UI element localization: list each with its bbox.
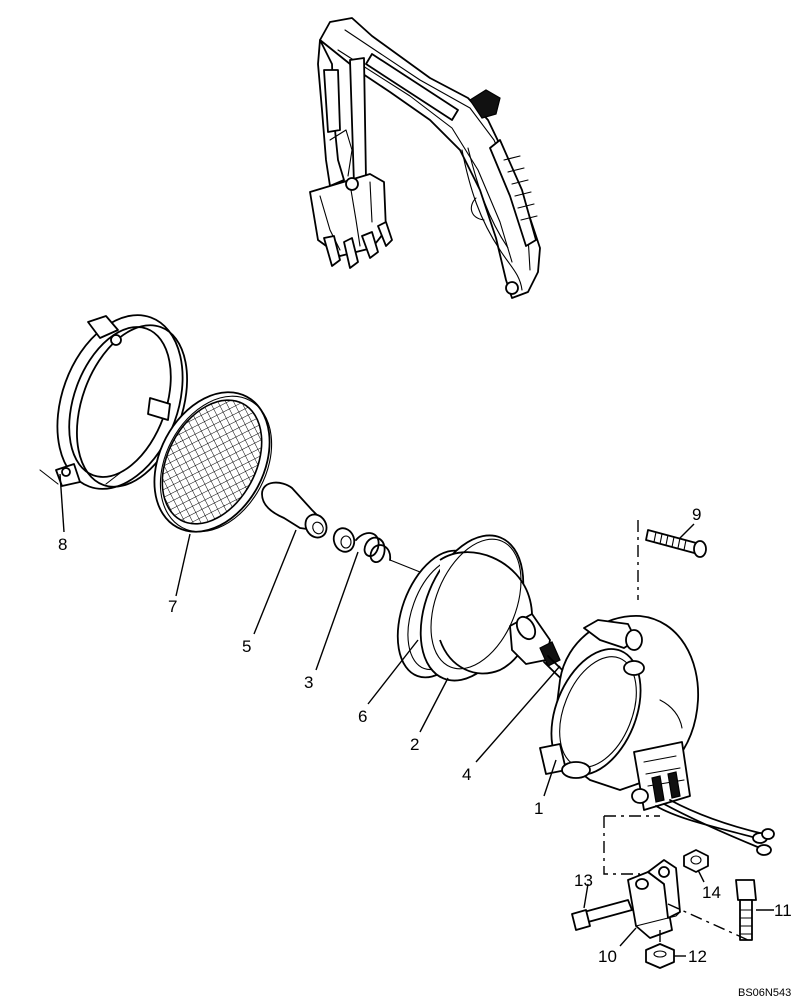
lens-part-7 xyxy=(153,391,273,533)
nut-part-12 xyxy=(645,943,675,969)
callout-6: 6 xyxy=(358,707,367,726)
bolt-part-11 xyxy=(735,879,757,941)
nut-part-14 xyxy=(683,849,709,873)
callout-14: 14 xyxy=(702,883,721,902)
callout-3: 3 xyxy=(304,673,313,692)
screw-part-9 xyxy=(645,529,707,558)
callout-7: 7 xyxy=(168,597,177,616)
assembly-centerlines xyxy=(603,520,749,946)
callout-11: 11 xyxy=(774,901,792,920)
callout-2: 2 xyxy=(410,735,419,754)
bracket-part-10 xyxy=(627,859,681,939)
callout-1: 1 xyxy=(534,799,543,818)
bolt-part-13 xyxy=(571,899,633,931)
housing-part-1 xyxy=(539,615,775,856)
callout-10: 10 xyxy=(598,947,617,966)
excavator-arm-illustration xyxy=(309,17,541,299)
drawing-code: BS06N543 xyxy=(738,987,791,999)
callout-labels: 8 7 5 3 6 2 4 1 9 13 14 11 10 12 BS06N54… xyxy=(58,505,792,999)
spring-part-3 xyxy=(332,527,421,573)
bulb-part-5 xyxy=(261,481,328,539)
callout-9: 9 xyxy=(692,505,701,524)
reflector-part-2 xyxy=(419,534,561,682)
callout-5: 5 xyxy=(242,637,251,656)
callout-12: 12 xyxy=(688,947,707,966)
callout-8: 8 xyxy=(58,535,67,554)
callout-13: 13 xyxy=(574,871,593,890)
leader-lines xyxy=(59,473,774,957)
retaining-ring-part-8 xyxy=(39,314,188,490)
callout-4: 4 xyxy=(462,765,471,784)
